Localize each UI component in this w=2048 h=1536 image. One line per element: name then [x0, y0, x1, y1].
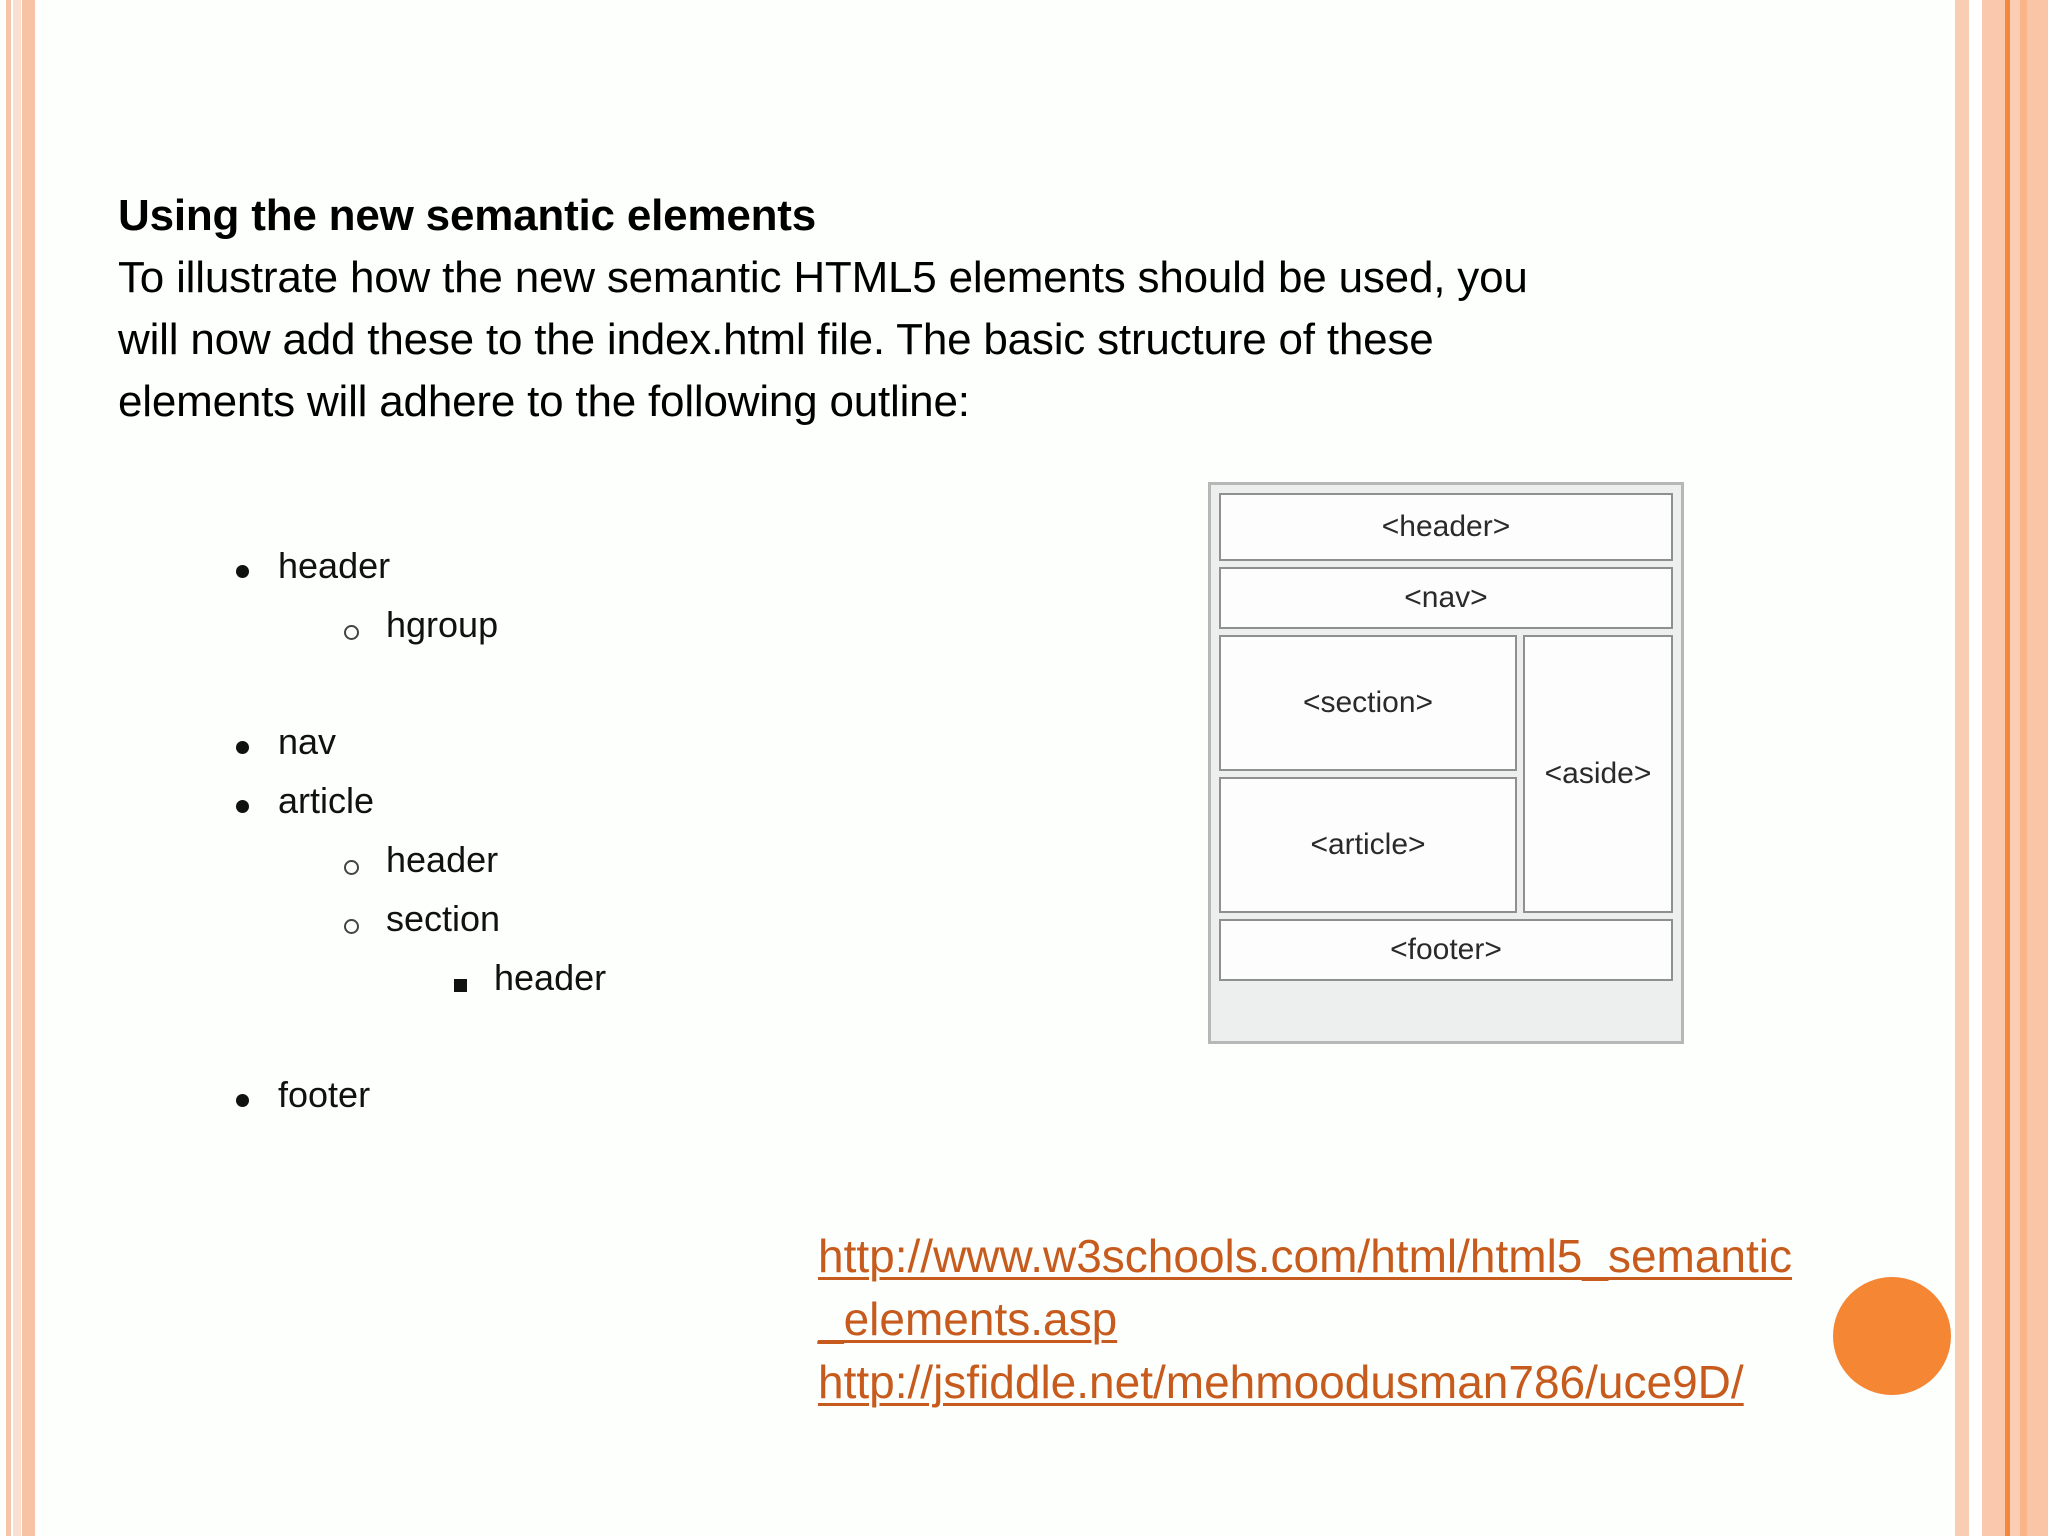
outline-item-label: article: [278, 780, 375, 821]
left-border-stripe-1: [6, 0, 11, 1536]
outline-item-section-header: header: [236, 957, 876, 1016]
diagram-box-article: <article>: [1219, 777, 1517, 913]
reference-links: http://www.w3schools.com/html/html5_sema…: [818, 1225, 1798, 1414]
hollow-circle-bullet-icon: [344, 860, 359, 875]
right-border-stripe-4: [2005, 0, 2010, 1536]
right-border-stripe-1: [1955, 0, 1969, 1536]
diagram-box-aside: <aside>: [1523, 635, 1673, 913]
link-jsfiddle-demo[interactable]: http://jsfiddle.net/mehmoodusman786/uce9…: [818, 1356, 1744, 1408]
outline-item-label: header: [494, 957, 607, 998]
diagram-box-section: <section>: [1219, 635, 1517, 771]
filled-disc-bullet-icon: [236, 800, 249, 813]
filled-disc-bullet-icon: [236, 1094, 249, 1107]
outline-item-label: header: [278, 545, 391, 586]
right-border-stripe-7: [2027, 0, 2048, 1536]
outline-item-section: section: [236, 898, 876, 957]
body-line-2: will now add these to the index.html fil…: [118, 315, 1434, 364]
orange-accent-circle: [1833, 1277, 1951, 1395]
outline-item-header: header: [236, 545, 876, 604]
diagram-box-footer: <footer>: [1219, 919, 1673, 981]
text-block: Using the new semantic elements To illus…: [118, 185, 1818, 433]
semantic-layout-diagram: <header> <nav> <section> <article> <asid…: [1208, 482, 1684, 1044]
filled-disc-bullet-icon: [236, 741, 249, 754]
link-w3schools-semantic-elements[interactable]: http://www.w3schools.com/html/html5_sema…: [818, 1230, 1793, 1345]
hollow-circle-bullet-icon: [344, 919, 359, 934]
filled-disc-bullet-icon: [236, 565, 249, 578]
right-border-stripe-3: [1982, 0, 2005, 1536]
outline-item-nav: nav: [236, 721, 876, 780]
outline-item-article-header: header: [236, 839, 876, 898]
left-border-stripe-4: [35, 0, 39, 1536]
slide-content: Using the new semantic elements To illus…: [118, 185, 1951, 1414]
semantic-outline-list: header hgroup nav article header section: [236, 545, 876, 1133]
outline-item-label: header: [386, 839, 499, 880]
right-border-stripe-6: [2020, 0, 2027, 1536]
diagram-box-nav: <nav>: [1219, 567, 1673, 629]
outline-item-footer: footer: [236, 1074, 876, 1133]
outline-item-label: footer: [278, 1074, 371, 1115]
outline-item-label: hgroup: [386, 604, 499, 645]
outline-item-article: article: [236, 780, 876, 839]
slide-heading: Using the new semantic elements: [118, 191, 817, 240]
outline-item-label: section: [386, 898, 501, 939]
right-border-stripe-2: [1969, 0, 1982, 1536]
outline-item-label: nav: [278, 721, 337, 762]
outline-item-hgroup: hgroup: [236, 604, 876, 663]
diagram-box-header: <header>: [1219, 493, 1673, 561]
left-border-stripe-3: [22, 0, 35, 1536]
hollow-circle-bullet-icon: [344, 625, 359, 640]
body-line-3: elements will adhere to the following ou…: [118, 377, 970, 426]
filled-square-bullet-icon: [454, 979, 467, 992]
left-border-stripe-2: [13, 0, 21, 1536]
right-border-stripe-5: [2010, 0, 2020, 1536]
body-line-1: To illustrate how the new semantic HTML5…: [118, 253, 1528, 302]
